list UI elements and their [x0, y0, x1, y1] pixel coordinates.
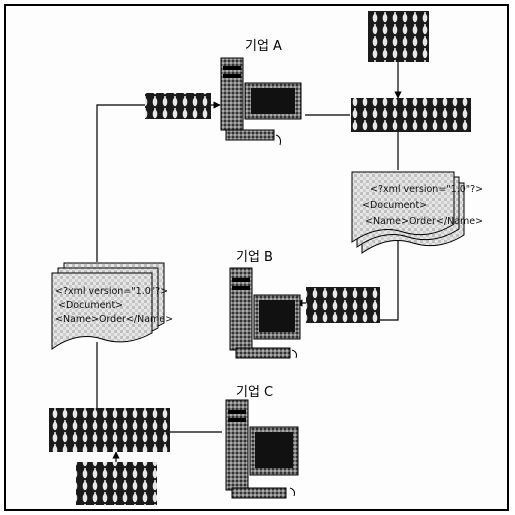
xml-document-right: <?xml version="1.0"?> <Document> <Name>O… — [352, 172, 483, 253]
tag-box-b — [306, 287, 380, 323]
xml-right-line-1: <?xml version="1.0"?> — [370, 184, 483, 195]
company-c-label: 기업 C — [236, 385, 273, 400]
tag-box-a — [145, 93, 211, 119]
source-box-bottom — [76, 462, 157, 505]
company-b-label: 기업 B — [236, 250, 273, 265]
xml-right-line-2: <Document> — [362, 200, 427, 211]
company-a-label: 기업 A — [245, 39, 282, 54]
computer-c-icon — [226, 400, 298, 498]
xml-left-line-3: <Name>Order</Name> — [55, 314, 173, 325]
process-box-right — [351, 98, 471, 132]
xml-right-line-3: <Name>Order</Name> — [365, 216, 483, 227]
xml-document-left: <?xml version="1.0"?> <Document> <Name>O… — [52, 263, 173, 349]
xml-left-line-1: <?xml version="1.0"?> — [55, 286, 168, 297]
computer-a-icon — [221, 58, 301, 145]
xml-left-line-2: <Document> — [58, 300, 123, 311]
process-box-left — [49, 408, 170, 452]
connector-doc-to-tag-b — [380, 240, 398, 320]
connector-left-doc-to-tag-a — [97, 105, 145, 262]
source-box-top — [368, 11, 429, 62]
computer-b-icon — [230, 268, 300, 358]
